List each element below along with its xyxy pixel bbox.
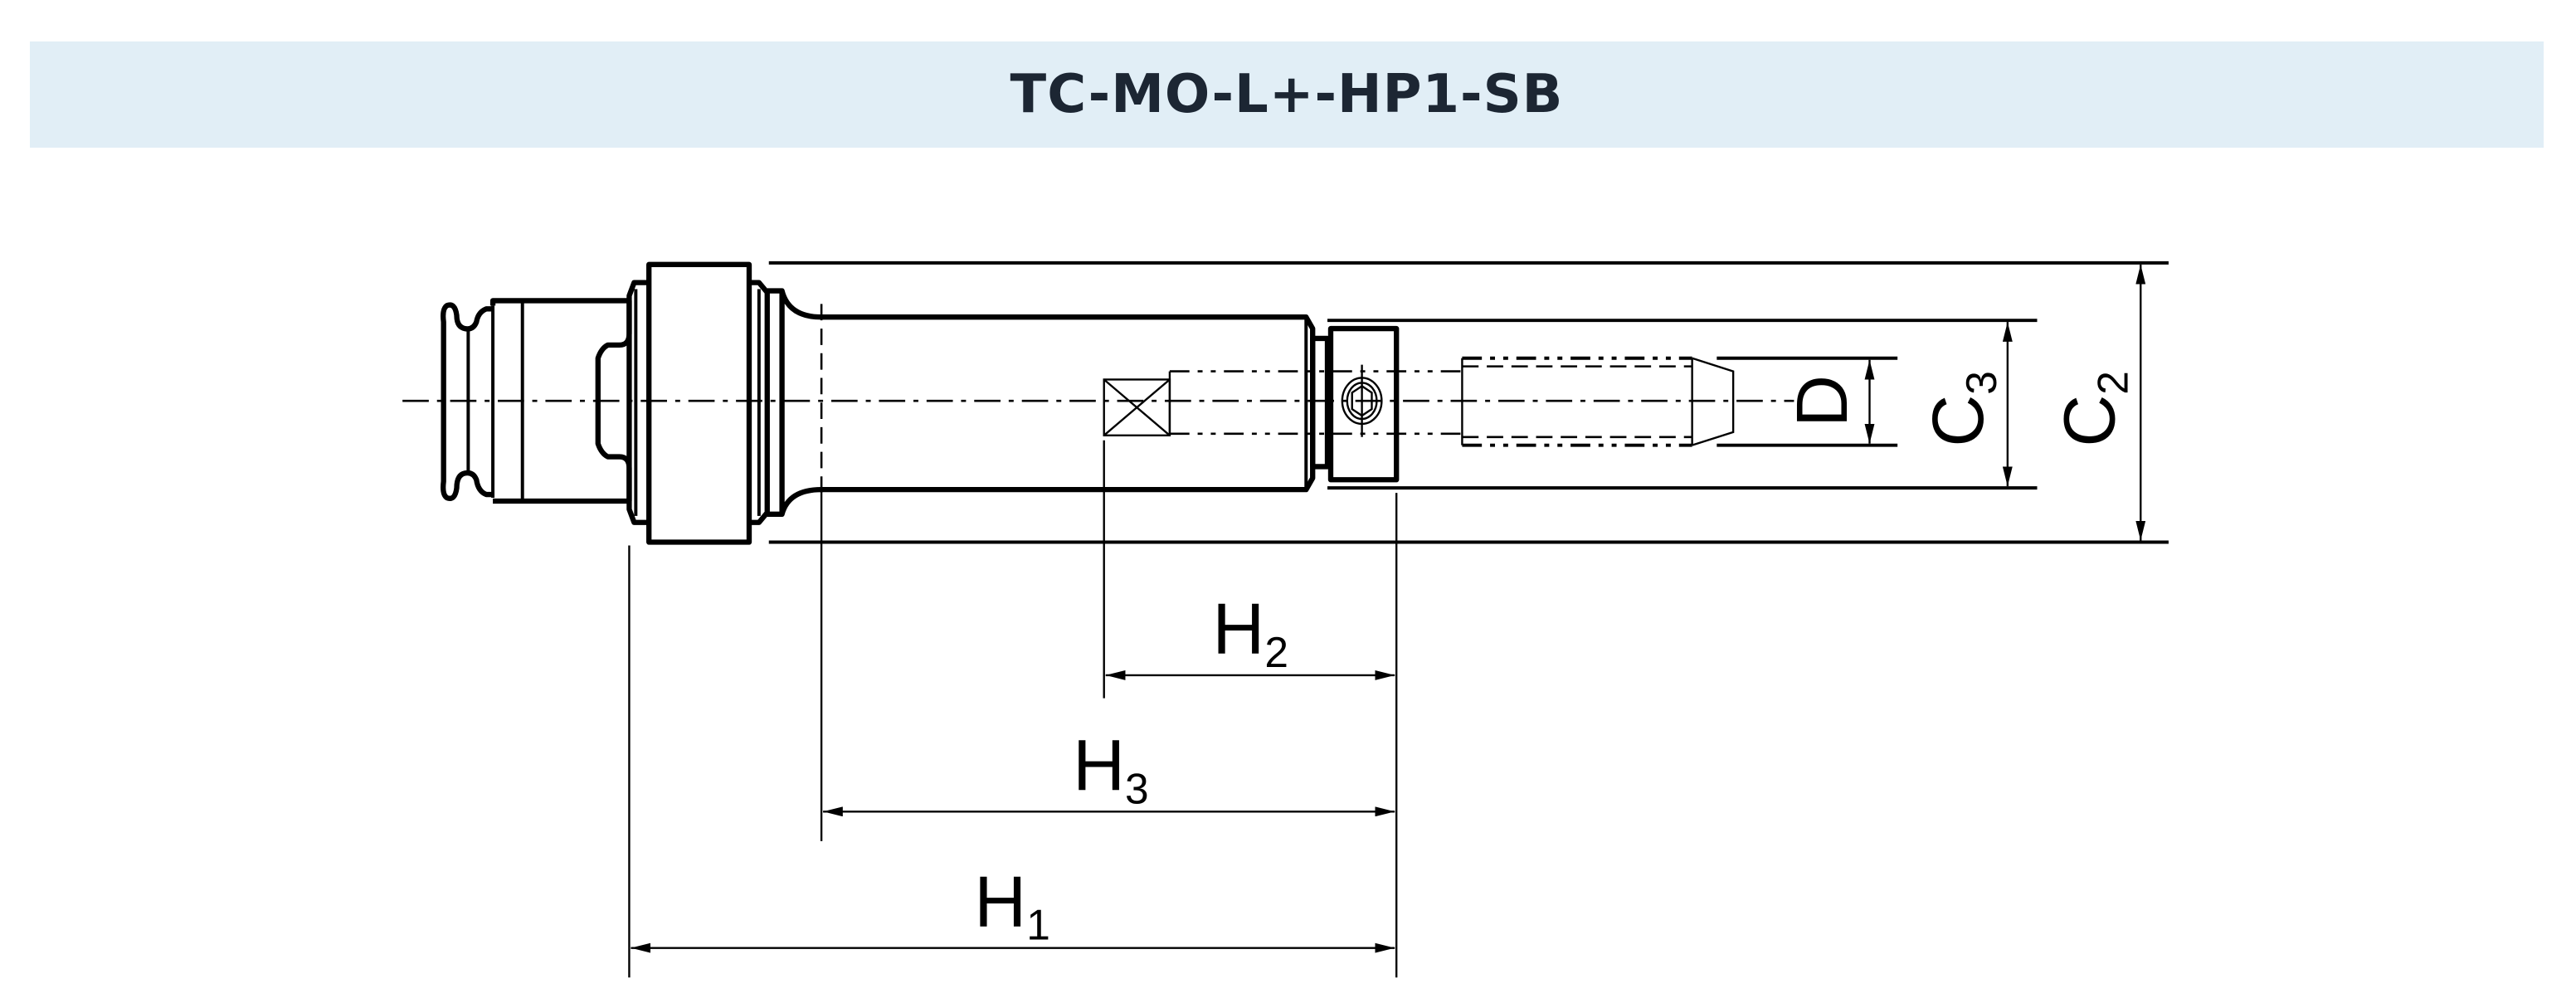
lock-nut (1327, 325, 1400, 483)
hex-socket-screw-icon (1341, 364, 1383, 437)
front-ring (626, 280, 650, 525)
square-cross-mark (1103, 378, 1171, 436)
body-step (1310, 335, 1331, 470)
label-c2: C2 (2050, 371, 2137, 447)
label-c3: C3 (1918, 371, 2005, 447)
neck (767, 288, 822, 518)
label-h1: H1 (974, 862, 1050, 949)
taper-shank (489, 298, 632, 504)
tap-phantom (1461, 356, 1735, 447)
title-bar: TC-MO-L+-HP1-SB (30, 41, 2544, 148)
tool-holder-body (441, 261, 1735, 545)
pull-stud (441, 302, 494, 501)
label-h3: H3 (1073, 726, 1149, 813)
extension-body (821, 314, 1316, 493)
extension-lines (628, 260, 2169, 978)
rear-ring (748, 280, 770, 525)
label-h2: H2 (1212, 589, 1288, 676)
flange (646, 261, 752, 545)
page-title: TC-MO-L+-HP1-SB (1010, 64, 1564, 125)
label-d: D (1782, 375, 1863, 427)
